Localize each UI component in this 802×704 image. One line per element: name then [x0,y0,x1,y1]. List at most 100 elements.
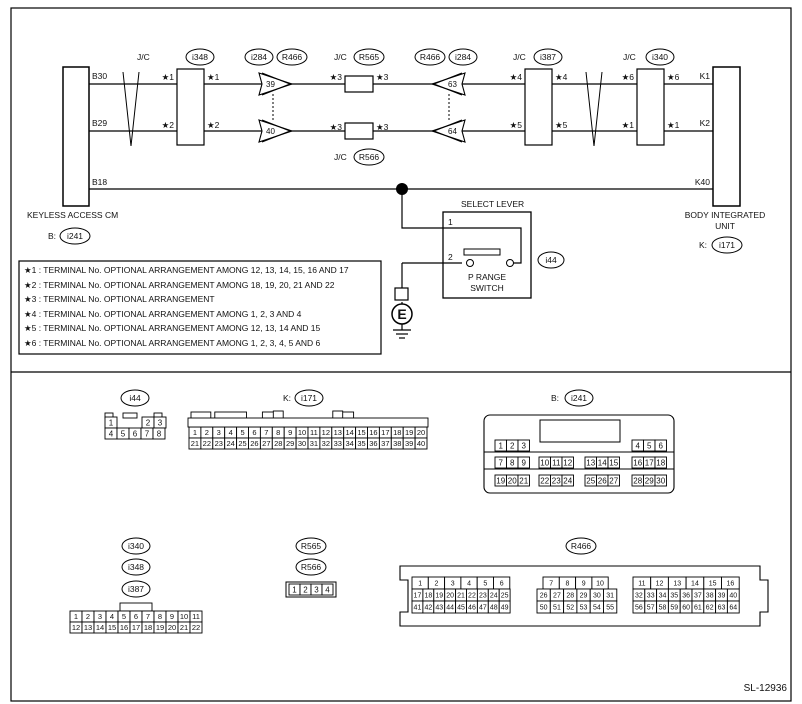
i171-pin: 31 [310,439,318,448]
r566-pin-right: ★3 [376,122,389,132]
i171-pin: 18 [393,428,401,437]
r466-pin: 32 [635,593,643,600]
i241-cell [654,474,667,487]
i171-pin: 2 [205,428,209,437]
r466-pin: 11 [638,581,645,588]
i171-pin: 1 [193,428,197,437]
note-4: ★4 : TERMINAL No. OPTIONAL ARRANGEMENT A… [24,309,302,319]
i241-pin: 21 [519,476,528,485]
jc-pin: 22 [192,623,200,632]
r466-left-oval [276,48,308,66]
terminal-b29: B29 [92,118,107,128]
r466-pin: 35 [670,593,678,600]
p-range-switch-contact [463,248,501,256]
r-group-pin: 3 [314,585,319,594]
r-group-pin: 1 [292,585,297,594]
i171-pin: 20 [417,428,425,437]
r466-left-code: R466 [282,52,303,62]
face-jc-i340-oval [121,537,151,555]
jc-pin: 9 [170,612,174,621]
r466-pin: 46 [468,605,476,612]
r466-pin: 10 [596,581,604,588]
r466-pin: 16 [726,581,734,588]
jc-pin: 14 [96,623,104,632]
jc-r566-prefix: J/C [334,152,347,162]
i171-pin: 11 [310,428,318,437]
r-group-cell [321,583,334,596]
r466-pin: 2 [434,581,438,588]
i171-pin: 15 [357,428,365,437]
jc-lock [119,602,153,612]
r466-pin: 14 [691,581,699,588]
switch-terminal-left [466,259,474,267]
i241-pin: 8 [510,458,515,467]
face-r566-code: R566 [301,562,322,572]
i171-pin: 28 [274,439,282,448]
i284-right-oval [448,48,478,66]
select-lever-code: i44 [545,255,557,265]
jc-pin: 15 [108,623,116,632]
biu-prefix: K: [699,240,707,250]
jc-pin: 20 [168,623,176,632]
i241-pin: 17 [645,458,654,467]
i171-pin: 40 [417,439,425,448]
arrow-40: 40 [266,127,275,136]
switch-terminal-right [506,259,514,267]
r466-pin: 63 [718,605,726,612]
i171-pin: 17 [381,428,389,437]
jc-i387-oval [533,48,563,66]
i171-cell [414,437,428,450]
r466-pin: 39 [718,593,726,600]
p-range-switch-label-line2: SWITCH [470,283,504,293]
r466-right-code: R466 [420,52,441,62]
i241-pin: 23 [552,476,561,485]
terminal-b18: B18 [92,177,107,187]
jc-i348-prefix: J/C [137,52,150,62]
i241-pin: 2 [510,441,515,450]
r466-pin: 51 [553,605,561,612]
i241-pin: 13 [586,458,595,467]
jc-i348-pin-bottom-left: ★2 [162,120,175,130]
r466-pin: 3 [451,581,455,588]
r466-pin: 38 [706,593,714,600]
biu-connector-oval [711,236,743,254]
keyless-connector-code: i241 [67,231,83,241]
i44-pin: 8 [157,429,162,438]
face-r565-code: R565 [301,541,322,551]
jc-pin: 11 [192,612,200,621]
r466-pin: 1 [418,581,422,588]
r466-pin: 15 [709,581,717,588]
i171-pin: 5 [240,428,244,437]
i44-pin: 3 [158,418,163,427]
r466-pin: 37 [694,593,702,600]
i171-pin: 37 [381,439,389,448]
r466-pin: 48 [490,605,498,612]
i241-pin: 10 [540,458,549,467]
i241-pin: 14 [598,458,607,467]
i241-housing [483,414,675,494]
jc-r566-code: R566 [359,152,380,162]
r466-pin: 4 [467,581,471,588]
r466-pin: 60 [682,605,690,612]
r466-pin: 58 [659,605,667,612]
face-i44-code: i44 [129,393,141,403]
jc-r566-box [344,122,374,140]
r466-pin: 29 [580,593,588,600]
jc-i348-box [176,68,205,146]
jc-r565-code: R565 [359,52,380,62]
jc-pin: 16 [120,623,128,632]
r466-pin: 12 [656,581,664,588]
i241-pin: 11 [552,458,561,467]
face-r466-code: R466 [571,541,592,551]
jc-i387-pin-top-right: ★4 [555,72,568,82]
i284-left-code: i284 [251,52,267,62]
jc-i348-pin-bottom-right: ★2 [207,120,220,130]
select-lever-box [442,211,532,299]
face-jc-i340-code: i340 [128,541,144,551]
i171-pin: 33 [334,439,342,448]
r466-pin: 43 [435,605,443,612]
i241-pin: 27 [609,476,618,485]
i241-pin: 3 [522,441,527,450]
jc-pin: 5 [122,612,126,621]
